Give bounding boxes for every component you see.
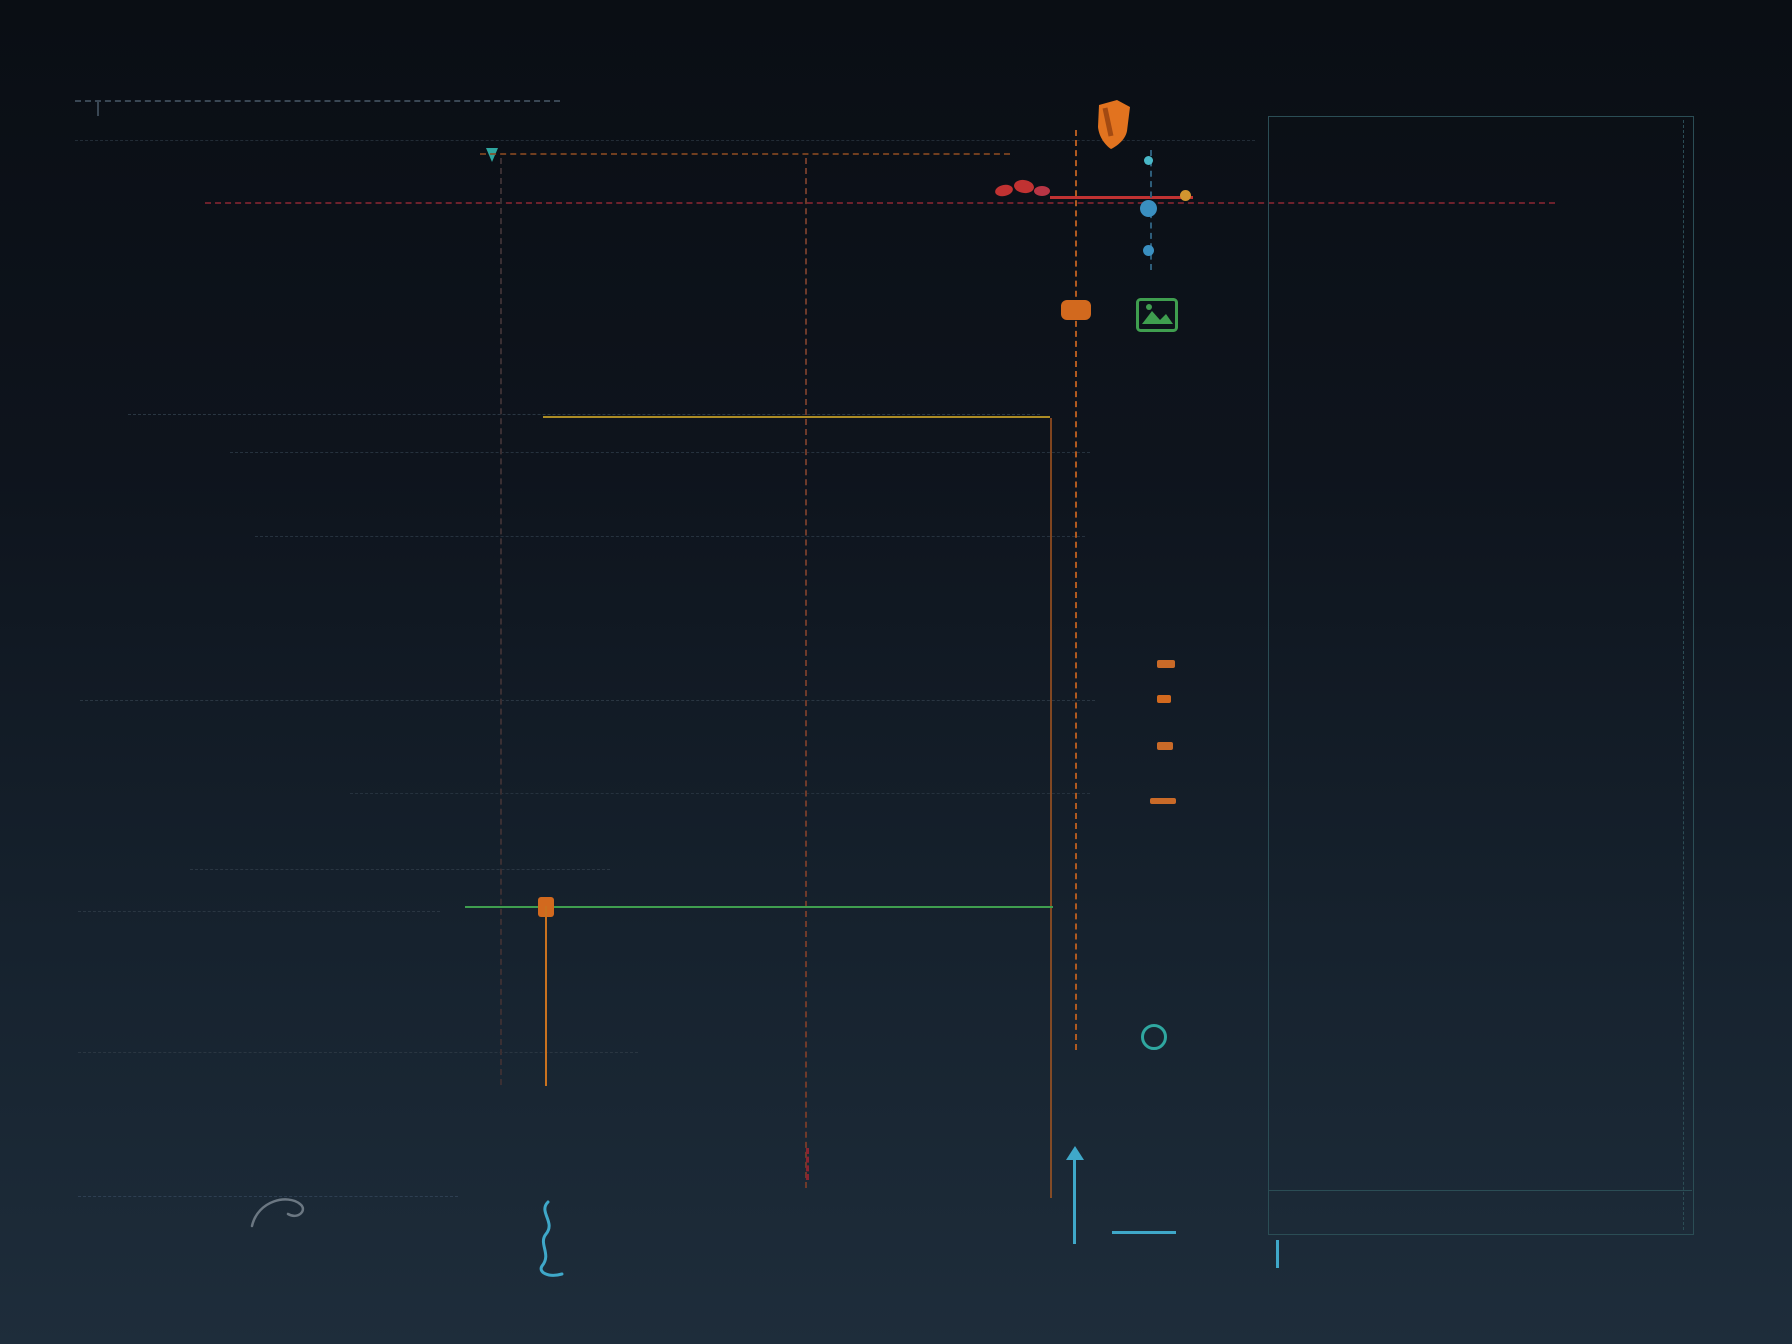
loop-mark-icon bbox=[250, 1198, 305, 1228]
teal-arrow-line bbox=[1073, 1158, 1076, 1244]
photo-icon[interactable] bbox=[1136, 298, 1178, 332]
red-scribble-1 bbox=[994, 183, 1014, 198]
divider-faint-4 bbox=[190, 869, 610, 870]
bar-tick-1 bbox=[1157, 660, 1175, 668]
bar-tick-2 bbox=[1157, 695, 1171, 703]
red-dashed-line bbox=[205, 202, 1555, 204]
orange-branch-vertical bbox=[545, 906, 547, 1086]
red-bottom-tick bbox=[806, 1148, 809, 1180]
divider-sidebar-footer bbox=[78, 1196, 458, 1197]
orange-connector-vertical bbox=[1050, 418, 1052, 1198]
orange-top-line bbox=[480, 153, 1010, 155]
orange-dot bbox=[1180, 190, 1191, 201]
curly-mark-icon bbox=[539, 1200, 564, 1277]
faint-top-line bbox=[75, 140, 1255, 141]
title-tick bbox=[97, 100, 99, 116]
bar-tick-4 bbox=[1150, 798, 1176, 804]
divider-jubus bbox=[128, 414, 1040, 415]
footer-tick bbox=[1276, 1240, 1279, 1268]
shield-icon bbox=[1098, 100, 1130, 149]
right-footer-divider bbox=[1268, 1190, 1692, 1191]
divider-faint-1 bbox=[230, 452, 1090, 453]
title-underline bbox=[75, 100, 560, 102]
green-connector bbox=[465, 906, 1053, 908]
yellow-connector bbox=[543, 416, 1050, 418]
teal-bottom-line bbox=[1112, 1231, 1176, 1234]
blue-dot-2 bbox=[1140, 200, 1157, 217]
red-solid-line bbox=[1050, 196, 1193, 199]
column-divider-1 bbox=[500, 158, 502, 1085]
divider-bottom-left bbox=[78, 1052, 638, 1053]
paint-drip-icon bbox=[486, 148, 498, 162]
orange-dashed-vertical bbox=[1075, 130, 1077, 1050]
divider-mid bbox=[80, 700, 1095, 701]
teal-ring-icon bbox=[1141, 1024, 1167, 1050]
divider-faint-3 bbox=[350, 793, 1090, 794]
red-scribble-2 bbox=[1013, 178, 1035, 195]
blue-dot-3 bbox=[1143, 245, 1154, 256]
divider-faint-2 bbox=[255, 536, 1085, 537]
bar-tick-3 bbox=[1157, 742, 1173, 750]
column-divider-2 bbox=[805, 158, 807, 1188]
blue-dot-1 bbox=[1144, 156, 1153, 165]
teal-arrow-head-icon bbox=[1066, 1146, 1084, 1160]
right-panel-inner-divider bbox=[1683, 120, 1684, 1230]
divider-jarsckon bbox=[78, 911, 440, 912]
orange-marker[interactable] bbox=[1061, 300, 1091, 320]
right-panel-border bbox=[1268, 116, 1694, 1235]
red-scribble-3 bbox=[1034, 186, 1050, 196]
